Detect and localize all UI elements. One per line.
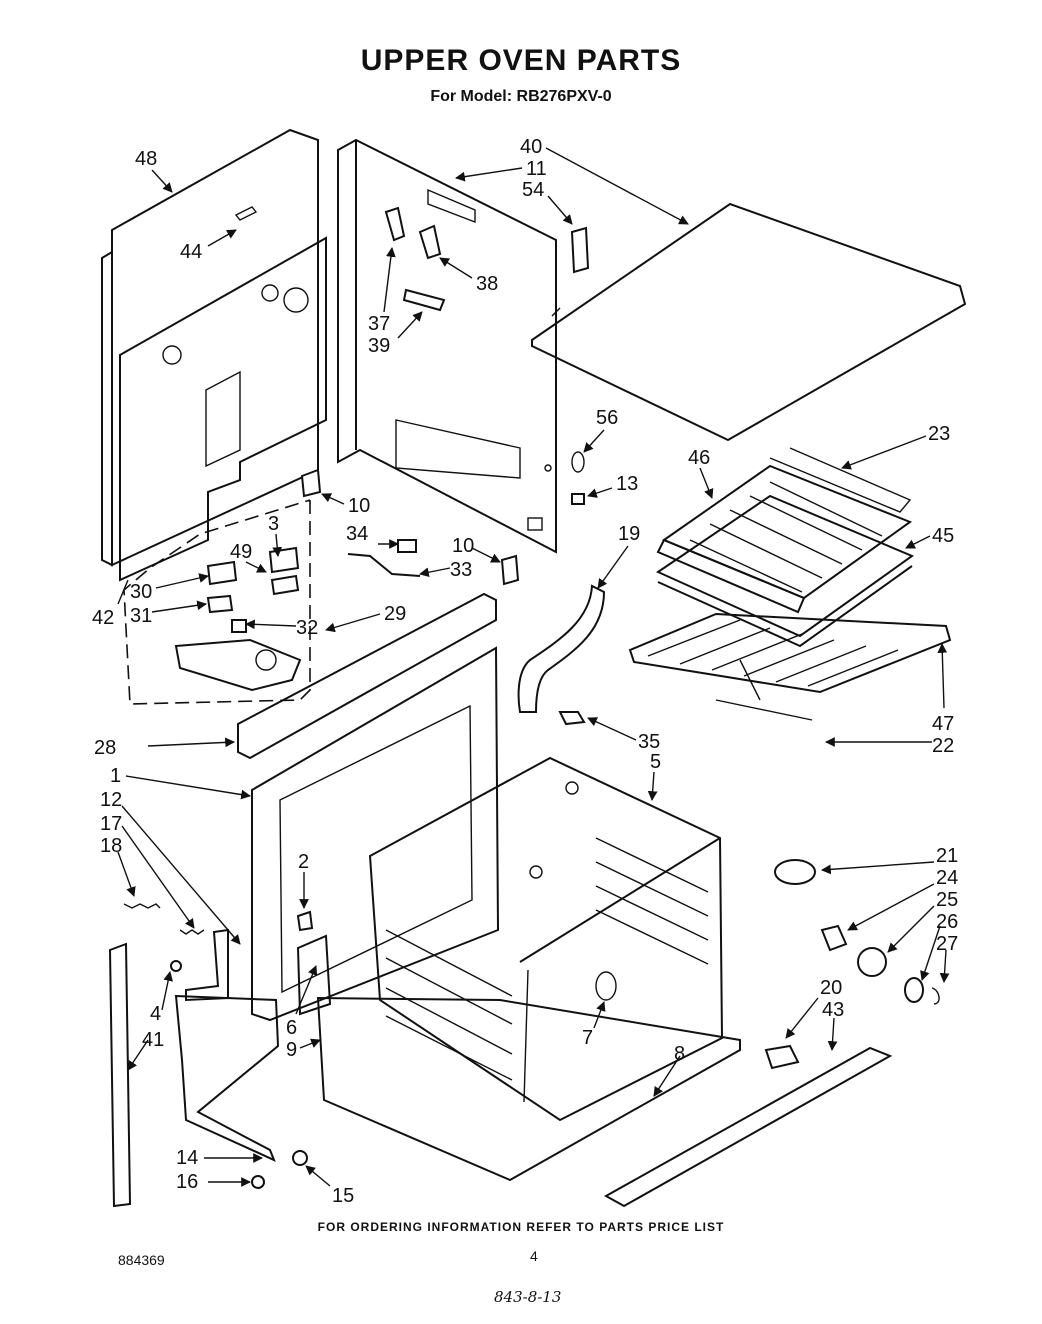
- bottom-tray-9: [316, 996, 741, 1182]
- callout-29: 29: [384, 603, 406, 625]
- callout-28: 28: [94, 737, 116, 759]
- callout-33: 33: [450, 559, 472, 581]
- socket-24: [820, 924, 848, 952]
- bulb-25: [857, 947, 887, 977]
- spring-18: [123, 903, 161, 909]
- hinge-14: [174, 994, 280, 1162]
- callout-1: 1: [110, 765, 121, 787]
- bracket-33: [347, 553, 421, 577]
- plug-56: [571, 451, 585, 473]
- callout-19: 19: [618, 523, 640, 545]
- parts-group-29-outline: [123, 499, 311, 705]
- clip-10a: [300, 468, 322, 498]
- callout-31: 31: [130, 605, 152, 627]
- callout-12: 12: [100, 789, 122, 811]
- callout-4: 4: [150, 1003, 161, 1025]
- callout-32: 32: [296, 617, 318, 639]
- stop-2: [296, 910, 314, 932]
- hinge-receptacle-6: [296, 934, 332, 1016]
- screw-15: [292, 1150, 308, 1166]
- callout-38: 38: [476, 273, 498, 295]
- callout-16: 16: [176, 1171, 198, 1193]
- callout-41: 41: [142, 1029, 164, 1051]
- model-subtitle: For Model: RB276PXV-0: [430, 88, 612, 105]
- callout-40: 40: [520, 136, 542, 158]
- spring-17: [179, 929, 205, 935]
- bracket-54: [570, 226, 590, 274]
- callout-34: 34: [346, 523, 368, 545]
- callout-22: 22: [932, 735, 954, 757]
- washer-16: [251, 1175, 265, 1189]
- document-number: 884369: [118, 1252, 165, 1268]
- callout-2: 2: [298, 851, 309, 873]
- callout-3: 3: [268, 513, 279, 535]
- handwritten-note: 843-8-13: [494, 1288, 562, 1306]
- callout-10b: 10: [452, 535, 474, 557]
- callout-11: 11: [526, 158, 547, 180]
- callout-47: 47: [932, 713, 954, 735]
- oven-liner-5: [368, 756, 724, 1122]
- callout-37: 37: [368, 313, 390, 335]
- clip-10b: [500, 554, 520, 586]
- callout-56: 56: [596, 407, 618, 429]
- callout-25: 25: [936, 889, 958, 911]
- spacer-34: [397, 539, 417, 553]
- callout-45: 45: [932, 525, 954, 547]
- rear-panel: [337, 138, 557, 554]
- callout-39: 39: [368, 335, 390, 357]
- callout-6: 6: [286, 1017, 297, 1039]
- callout-5: 5: [650, 751, 661, 773]
- page-title: UPPER OVEN PARTS: [360, 44, 682, 77]
- sensor-35: [558, 711, 586, 726]
- retainer-26: [904, 977, 924, 1003]
- callout-46: 46: [688, 447, 710, 469]
- callout-17: 17: [100, 813, 122, 835]
- callout-labels: 48 44 40 11 54 38 37 39 56 23 46 13 10 3…: [92, 136, 958, 1207]
- callout-44: 44: [180, 241, 202, 263]
- callout-leaders: [117, 147, 950, 1187]
- callout-20: 20: [820, 977, 842, 999]
- callout-8: 8: [674, 1043, 685, 1065]
- callout-48: 48: [135, 148, 157, 170]
- front-frame-1: [251, 646, 500, 1022]
- callout-26: 26: [936, 911, 958, 933]
- callout-43: 43: [822, 999, 844, 1021]
- callout-24: 24: [936, 867, 958, 889]
- left-side-panel: [101, 128, 327, 582]
- callout-18: 18: [100, 835, 122, 857]
- callout-9: 9: [286, 1039, 297, 1061]
- vent-tube-19: [517, 584, 606, 713]
- front-trim-28: [237, 592, 497, 760]
- callout-42: 42: [92, 607, 114, 629]
- callout-10a: 10: [348, 495, 370, 517]
- gasket-strip-41: [108, 942, 132, 1208]
- clip-27: [931, 987, 940, 1005]
- broil-element-and-pan: [628, 447, 952, 721]
- ordering-footer-note: FOR ORDERING INFORMATION REFER TO PARTS …: [317, 1220, 725, 1234]
- callout-13: 13: [616, 473, 638, 495]
- nut-4: [170, 960, 182, 972]
- callout-15: 15: [332, 1185, 354, 1207]
- rail-43: [603, 1046, 893, 1208]
- lamp-cover-21: [774, 859, 816, 885]
- clip-13: [571, 493, 585, 505]
- callout-27: 27: [936, 933, 958, 955]
- callout-7: 7: [582, 1027, 593, 1049]
- callout-23: 23: [928, 423, 950, 445]
- top-panel: [531, 202, 967, 442]
- callout-30: 30: [130, 581, 152, 603]
- callout-54: 54: [522, 179, 544, 201]
- page-number: 4: [530, 1248, 538, 1264]
- callout-49: 49: [230, 541, 252, 563]
- switch-assembly: [174, 546, 302, 692]
- callout-14: 14: [176, 1147, 198, 1169]
- hinge-12: [185, 928, 229, 1002]
- fitting-20: [764, 1044, 800, 1070]
- callout-35: 35: [638, 731, 660, 753]
- callout-21: 21: [936, 845, 958, 867]
